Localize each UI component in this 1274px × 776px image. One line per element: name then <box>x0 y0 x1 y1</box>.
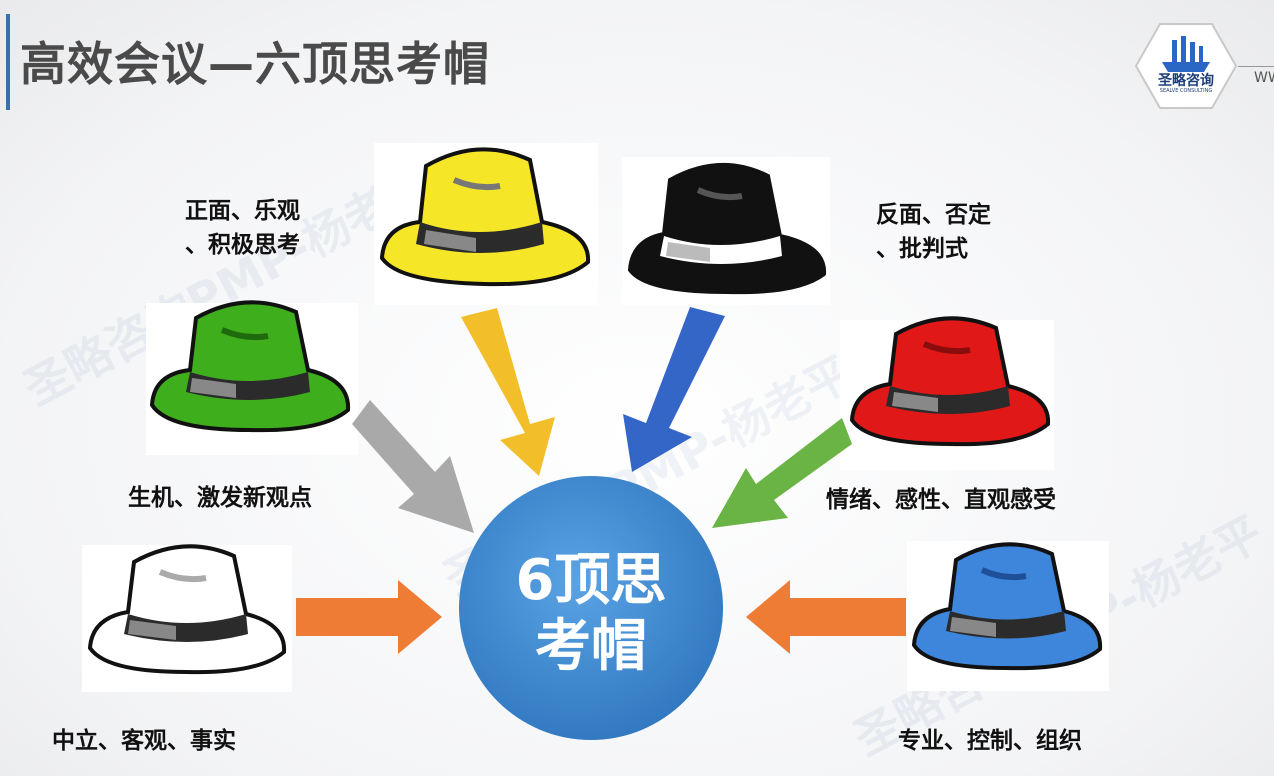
site-url-fragment: WW <box>1254 70 1274 86</box>
arrow-green <box>712 418 852 528</box>
red-hat-icon <box>849 316 1051 447</box>
white-hat-icon <box>87 544 287 675</box>
label-line: 正面、乐观 <box>185 198 300 224</box>
arrow-orange-right <box>746 580 906 654</box>
yellow-hat-icon <box>379 147 591 287</box>
arrow-yellow <box>461 308 555 476</box>
label-green-hat: 生机、激发新观点 <box>128 481 312 515</box>
ship-icon <box>1162 36 1210 72</box>
center-title: 6顶思 考帽 <box>456 548 726 680</box>
header-divider <box>1238 66 1274 67</box>
center-title-line2: 考帽 <box>535 614 647 679</box>
center-title-line1: 6顶思 <box>515 548 667 613</box>
arrow-blue <box>623 307 725 472</box>
label-line: 、积极思考 <box>185 232 300 258</box>
label-red-hat: 情绪、感性、直观感受 <box>826 483 1056 517</box>
label-line: 生机、激发新观点 <box>128 485 312 511</box>
black-hat-icon <box>627 162 827 295</box>
label-line: 情绪、感性、直观感受 <box>826 487 1056 513</box>
arrow-gray <box>352 400 474 533</box>
logo-name: 圣略咨询 <box>1158 73 1214 89</box>
logo-subtitle: SEALVE CONSULTING <box>1159 88 1213 94</box>
blue-hat-icon <box>911 542 1103 671</box>
label-line: 、批判式 <box>876 236 968 262</box>
green-hat-icon <box>149 300 351 433</box>
label-line: 专业、控制、组织 <box>898 728 1082 754</box>
label-line: 反面、否定 <box>876 202 991 228</box>
logo-badge <box>1134 23 1238 109</box>
label-white-hat: 中立、客观、事实 <box>52 724 236 758</box>
page-title: 高效会议—六顶思考帽 <box>20 37 490 91</box>
label-yellow-hat: 正面、乐观 、积极思考 <box>185 194 300 262</box>
label-black-hat: 反面、否定 、批判式 <box>876 198 991 266</box>
center-circle <box>459 476 723 740</box>
title-accent-bar <box>6 14 10 110</box>
label-blue-hat: 专业、控制、组织 <box>898 724 1082 758</box>
arrow-orange-left <box>296 580 442 654</box>
label-line: 中立、客观、事实 <box>52 728 236 754</box>
